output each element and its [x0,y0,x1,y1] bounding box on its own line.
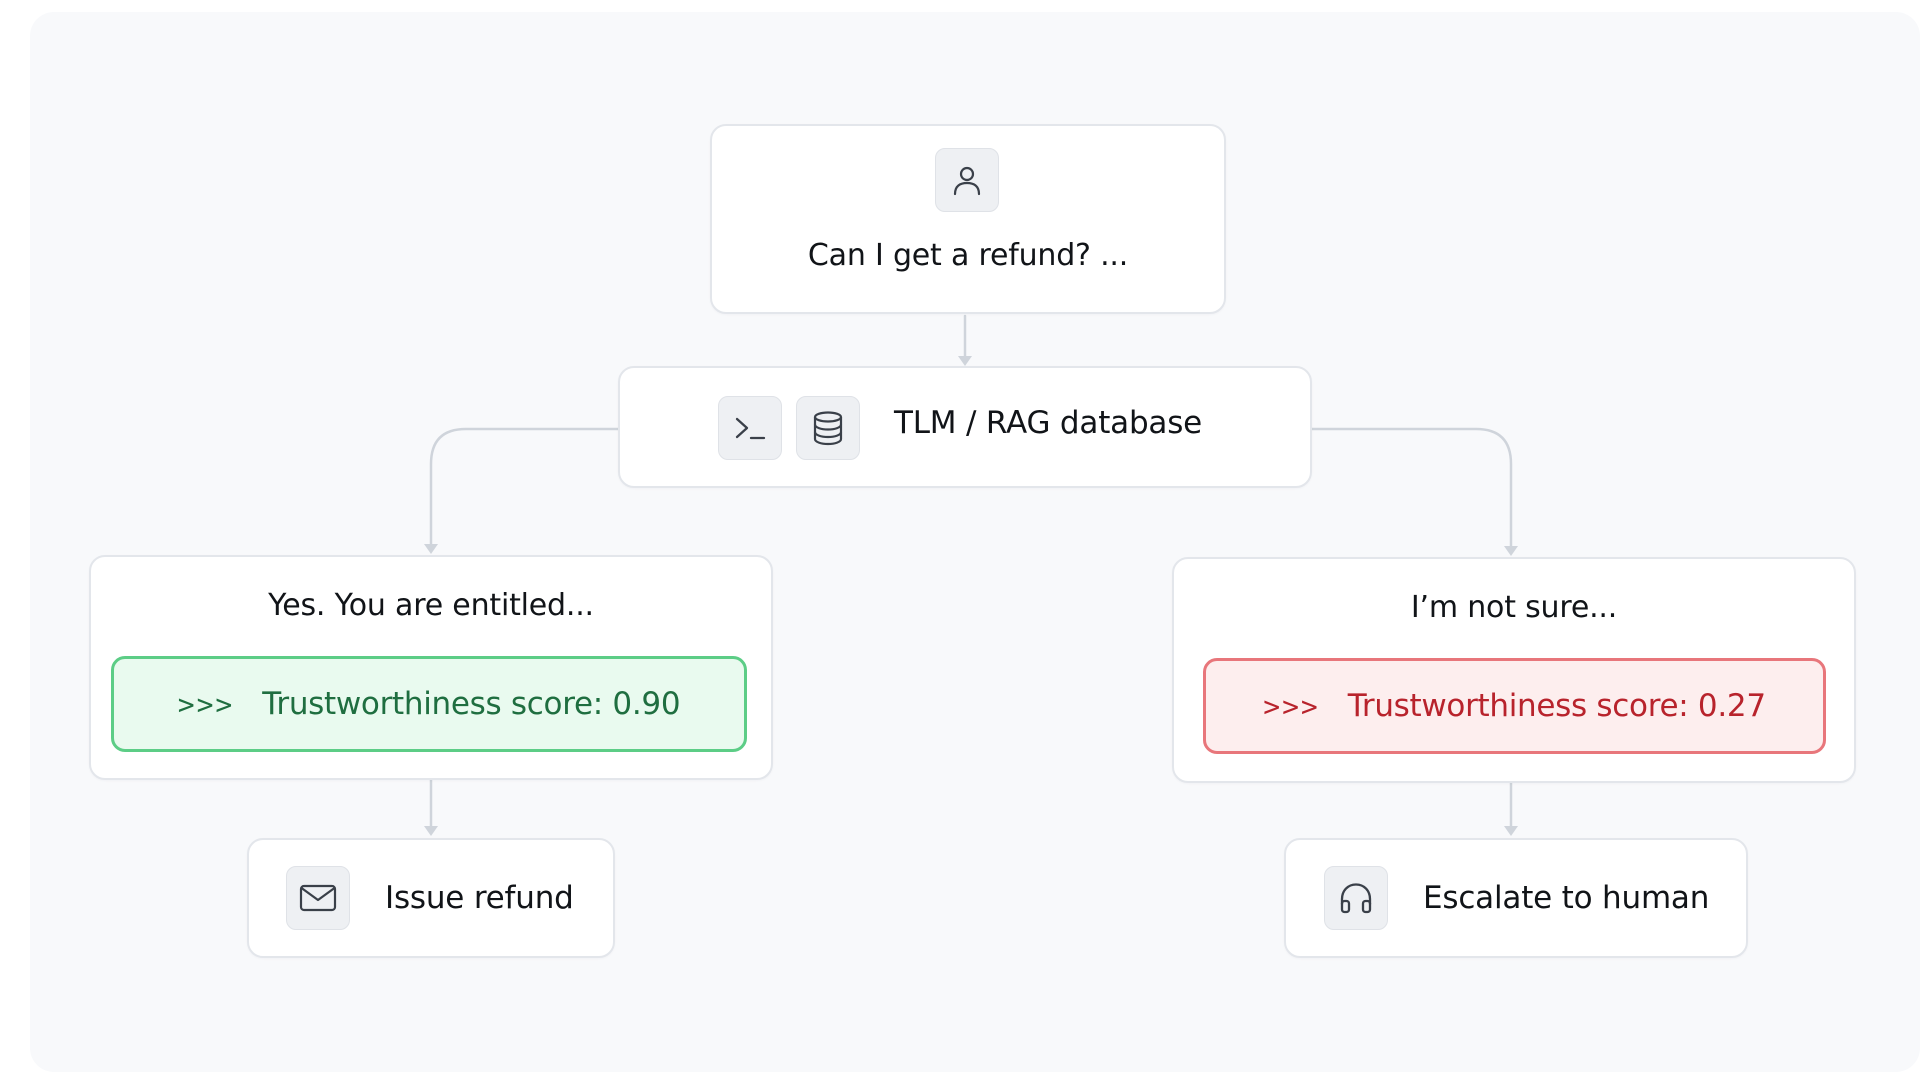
database-icon [796,396,860,460]
chevrons-icon: >>> [177,687,235,721]
trust-score-low-label: Trustworthiness score: 0.27 [1347,688,1766,724]
headphones-icon [1324,866,1388,930]
tlm-rag-text: TLM / RAG database [894,405,1203,441]
arrowhead-refund [424,826,438,836]
connector-tlm-to-unsure [1310,427,1513,552]
connector-tlm-to-yes [429,427,620,550]
arrowhead-escalate [1504,826,1518,836]
issue-refund-text: Issue refund [385,880,574,916]
answer-yes-text: Yes. You are entitled... [268,588,594,623]
mail-icon [286,866,350,930]
trust-score-low: >>> Trustworthiness score: 0.27 [1203,658,1826,754]
question-text: Can I get a refund? ... [807,238,1129,273]
trust-score-high-label: Trustworthiness score: 0.90 [262,686,681,722]
chevrons-icon: >>> [1263,689,1320,723]
answer-unsure-text: I’m not sure... [1410,590,1618,625]
arrowhead-yes [424,544,438,554]
arrowhead-tlm [958,356,972,366]
user-icon [935,148,999,212]
arrowhead-unsure [1504,546,1518,556]
trust-score-high: >>> Trustworthiness score: 0.90 [111,656,747,752]
escalate-node [1284,838,1748,958]
terminal-icon [718,396,782,460]
escalate-text: Escalate to human [1423,880,1710,916]
